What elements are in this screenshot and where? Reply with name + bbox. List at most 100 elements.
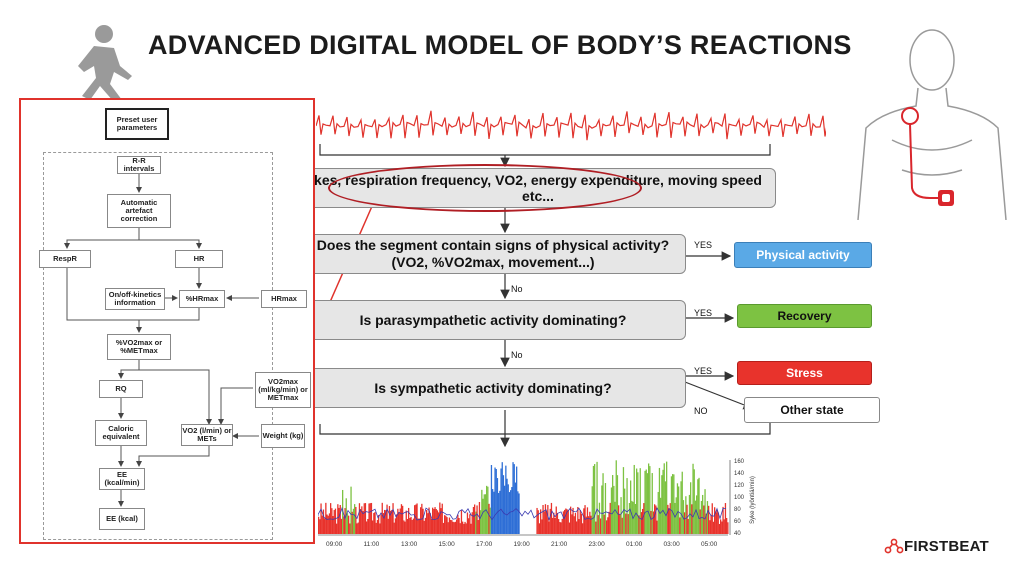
activity-bar [364,503,367,534]
activity-bar [414,505,416,534]
activity-bar [658,467,661,534]
activity-bar [324,518,326,534]
outcome-physical-activity: Physical activity [734,242,872,268]
activity-bar [549,508,551,534]
activity-bar [327,515,329,534]
activity-bar [720,519,722,534]
highlight-oval [328,164,642,212]
activity-bar [464,521,466,534]
activity-bar [420,507,422,534]
activity-bar [578,519,580,534]
activity-bar [576,521,578,534]
activity-bar [577,506,579,534]
activity-bar [640,512,643,534]
activity-bar [442,522,445,534]
activity-bar [350,486,352,534]
activity-bar [620,497,622,534]
activity-bar [379,523,381,534]
activity-bar [391,509,393,534]
activity-bar [334,508,337,534]
activity-bar [598,502,601,534]
activity-bar [673,474,675,534]
model-preset-label: Preset user parameters [116,114,158,132]
activity-bar [468,518,470,534]
activity-bar [656,520,658,534]
activity-bar [517,491,519,534]
outcome-other-state: Other state [744,397,880,423]
activity-bar [607,517,609,534]
y-tick-label: 120 [734,483,745,489]
activity-bar [338,507,340,534]
activity-bar [538,523,541,534]
body-sensor-icon [857,29,1007,220]
x-tick-label: 11:00 [364,541,380,548]
activity-bar [511,487,513,534]
y-tick-label: 40 [734,531,741,537]
activity-bar [481,489,483,534]
activity-bar [466,512,469,534]
model-hr-label: HR [193,253,205,263]
activity-bar [561,518,563,534]
activity-bar [624,488,626,534]
activity-bar [696,495,698,534]
y-tick-label: 60 [734,519,741,525]
activity-bar [381,502,383,534]
activity-bar [711,503,713,534]
activity-bar [560,522,562,534]
activity-bar [444,515,446,534]
activity-bar [591,486,593,534]
outcome-recovery: Recovery [737,304,872,328]
activity-bar [331,508,333,534]
activity-bar [344,508,346,534]
model-ee2-label: EE (kcal) [106,513,138,523]
activity-bar [512,462,514,534]
activity-bar [321,515,323,534]
activity-bar [690,482,692,534]
model-weight-label: Weight (kg) [262,430,304,440]
activity-bar [439,502,441,534]
activity-bar [616,475,619,534]
activity-bar [639,468,641,534]
activity-bar [691,504,693,534]
activity-bar [463,523,465,534]
model-hrpct-label: %HRmax [185,293,219,303]
activity-bar [432,507,434,534]
activity-bar [646,473,649,534]
activity-bar [548,521,550,534]
activity-bar [628,502,631,534]
yes-label-3: YES [694,366,713,376]
activity-bar [506,478,508,534]
activity-bar [672,474,674,534]
activity-bar [376,519,379,534]
activity-bar [588,516,590,534]
activity-bar [541,519,543,534]
model-dashed-frame [43,152,273,540]
activity-bar [586,507,589,534]
activity-bar [670,476,673,534]
activity-bar [400,504,403,534]
activity-bar [634,503,637,534]
activity-bar [489,507,491,534]
activity-bar [625,513,627,534]
model-preset-parameters: Preset user parameters [105,108,169,140]
activity-bar [609,502,611,534]
activity-bar [663,463,665,534]
activity-bar [579,509,581,534]
model-artefact-correction: Automatic artefact correction [107,194,171,228]
activity-bar [351,511,353,534]
activity-bar [470,523,472,534]
outcome-other-state-label: Other state [780,403,844,417]
activity-bar [699,509,701,534]
activity-bar [366,521,368,534]
activity-bar [405,510,407,534]
activity-bar [650,510,652,534]
y-tick-label: 80 [734,507,741,513]
activity-bar [562,511,565,534]
firstbeat-logo-icon [884,538,904,554]
activity-bar [424,517,427,534]
activity-bar [418,518,421,534]
outcome-stress-label: Stress [786,366,823,380]
activity-bar [496,478,499,534]
activity-bar [571,514,573,534]
activity-bar [450,519,452,534]
